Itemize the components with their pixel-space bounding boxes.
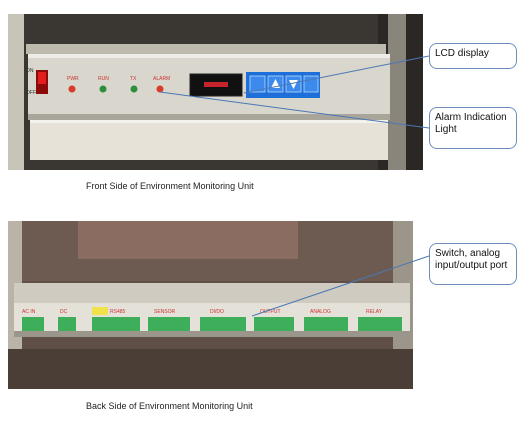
port-label-sensor: SENSOR (154, 309, 176, 315)
front-caption: Front Side of Environment Monitoring Uni… (86, 181, 254, 191)
terminal-block-rs485 (92, 317, 140, 331)
callout-switch-analog-port: Switch, analog input/output port (429, 243, 517, 285)
port-label-dc: DC (60, 309, 68, 315)
port-label-relay: RELAY (366, 309, 383, 315)
run-label: RUN (98, 76, 109, 82)
run-indicator (99, 85, 107, 93)
terminal-block-output (254, 317, 294, 331)
port-label-output: OUTPUT (260, 309, 281, 315)
back-unit-photo: AC IN DC RS485 SENSOR DI/DO OUTPUT ANALO… (8, 221, 413, 389)
terminal-block-sensor (148, 317, 190, 331)
terminal-block-dido (200, 317, 246, 331)
pwr-label: PWR (67, 76, 79, 82)
tx-label: TX (130, 76, 137, 82)
terminal-block-dc (58, 317, 76, 331)
port-label-ac-in: AC IN (22, 309, 36, 315)
keypad-button-menu (249, 75, 266, 93)
alarm-indicator (156, 85, 164, 93)
front-unit-photo: ON OFF PWR RUN TX ALARM (8, 14, 423, 170)
pwr-indicator (68, 85, 76, 93)
terminal-block-analog (304, 317, 348, 331)
port-label-analog: ANALOG (310, 309, 331, 315)
switch-on-label: ON (26, 68, 34, 74)
port-label-rs485: RS485 (110, 309, 126, 315)
back-caption: Back Side of Environment Monitoring Unit (86, 401, 253, 411)
terminal-block-ac (22, 317, 44, 331)
switch-off-label: OFF (26, 90, 36, 96)
callout-lcd-display: LCD display (429, 43, 517, 69)
tx-indicator (130, 85, 138, 93)
terminal-block-relay (358, 317, 402, 331)
callout-alarm-indication-light: Alarm Indication Light (429, 107, 517, 149)
port-label-dido: DI/DO (210, 309, 224, 315)
alarm-label: ALARM (153, 76, 170, 82)
